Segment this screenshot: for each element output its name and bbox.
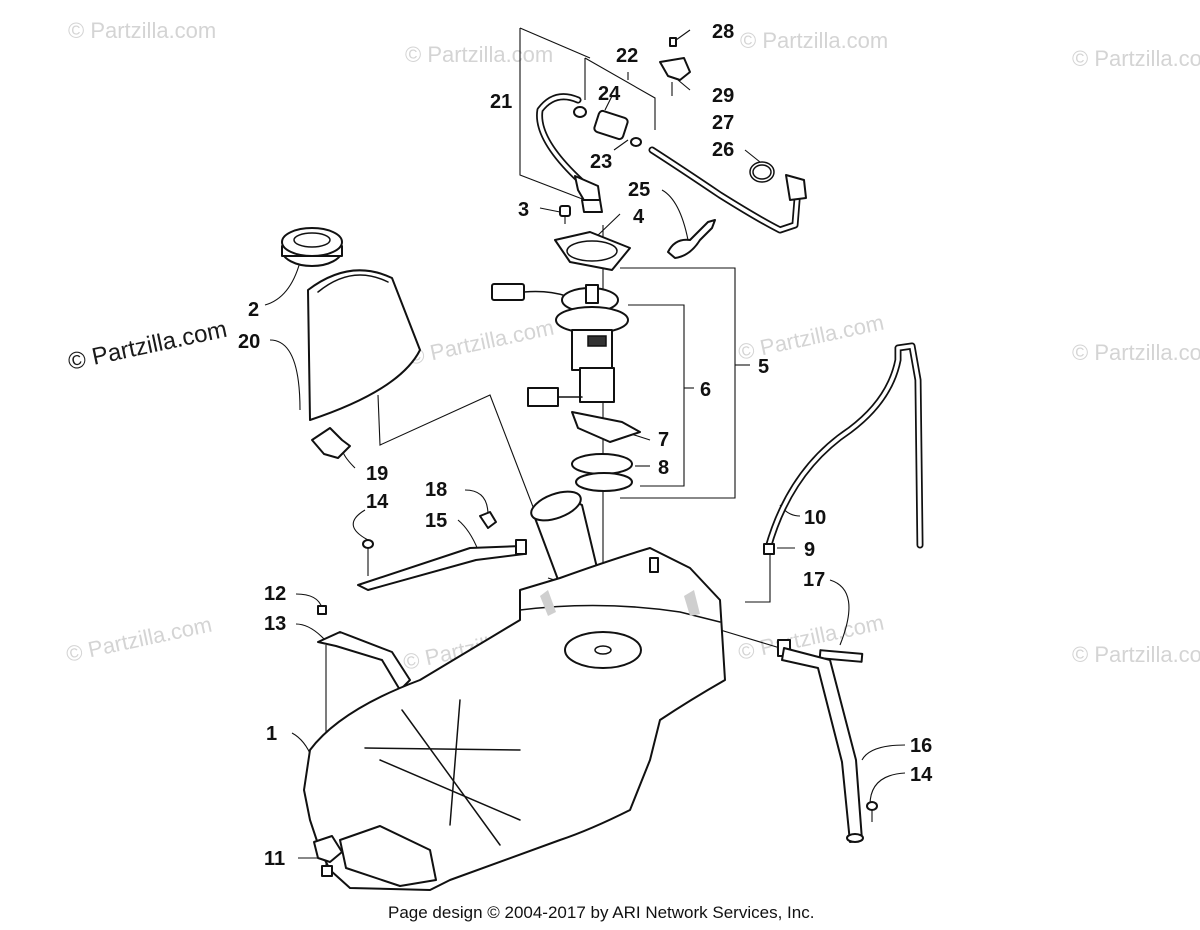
callout-2: 2 [248,299,259,321]
callout-11: 11 [264,848,285,870]
callout-6: 6 [700,379,711,401]
callout-26: 26 [712,139,734,161]
part-screw-3 [559,205,571,224]
callouts: 28 22 29 21 24 27 23 26 25 3 4 2 20 5 6 … [238,21,933,870]
callout-27: 27 [712,112,734,134]
part-fuel-tank-1 [303,547,726,891]
callout-3: 3 [518,199,529,221]
callout-12: 12 [264,583,286,605]
callout-16: 16 [910,735,932,757]
callout-5: 5 [758,356,769,378]
callout-23: 23 [590,151,612,173]
callout-7: 7 [658,429,669,451]
watermark: © Partzilla.com [64,612,214,667]
callout-14: 14 [366,491,389,513]
part-screw-12 [317,605,327,615]
callout-10: 10 [804,507,826,529]
part-screw-28 [669,37,677,47]
callout-9: 9 [804,539,815,561]
part-clip-9 [763,543,775,555]
callout-1: 1 [266,723,277,745]
watermark: © Partzilla.com [1072,642,1200,667]
part-clamp-26 [749,161,775,183]
part-cap-2 [281,227,343,267]
callout-13: 13 [264,613,286,635]
watermark: © Partzilla.com [68,18,216,43]
callout-22: 22 [616,45,638,67]
callout-28: 28 [712,21,734,43]
part-hose-22 [648,146,807,234]
part-clamp-29 [659,57,691,96]
callout-4: 4 [633,206,645,228]
part-bracket-16 [781,647,864,843]
watermark-main: © Partzilla.com [66,316,230,376]
callout-18: 18 [425,479,447,501]
part-filler-tube-20 [307,269,421,421]
footer-copyright: Page design © 2004-2017 by ARI Network S… [388,903,814,922]
part-bracket-25 [667,219,716,259]
watermark: © Partzilla.com [1072,340,1200,365]
part-screw-14 [362,539,374,576]
watermark: © Partzilla.com [1072,46,1200,71]
callout-20: 20 [238,331,260,353]
watermark: © Partzilla.com [740,28,888,53]
part-hose-21 [536,93,603,213]
callout-19: 19 [366,463,388,485]
watermark: © Partzilla.com [406,315,556,370]
part-screw-14-lower [866,801,878,822]
callout-24: 24 [598,83,621,105]
part-fuel-filter-24 [573,106,642,147]
watermark: © Partzilla.com [405,42,553,67]
part-gasket-4 [554,231,631,271]
callout-17: 17 [803,569,825,591]
callout-25: 25 [628,179,650,201]
part-bracket-15 [357,539,527,591]
callout-29: 29 [712,85,734,107]
part-vent-hose-10 [764,342,924,552]
part-nut-11 [313,835,343,877]
part-seal-7-8 [571,453,633,492]
callout-14-lower: 14 [910,764,933,786]
part-bracket-13 [317,631,411,691]
callout-15: 15 [425,510,447,532]
part-nut-19 [311,427,351,459]
callout-21: 21 [490,91,512,113]
callout-8: 8 [658,457,669,479]
part-nut-18 [479,511,497,529]
part-fuel-pump-assembly [491,283,641,443]
